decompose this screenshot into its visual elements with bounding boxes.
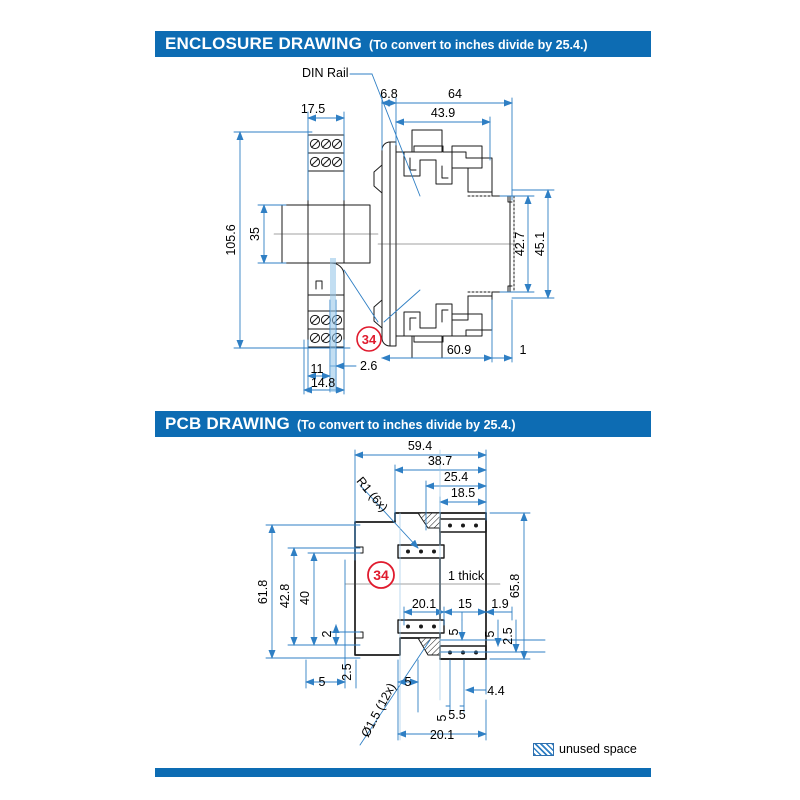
section-header-enclosure: ENCLOSURE DRAWING (To convert to inches … [155, 31, 651, 57]
dim-width-terminal: 17.5 [301, 102, 325, 116]
pcb-connector-pads [397, 518, 487, 660]
enclosure-section-note: (To convert to inches divide by 25.4.) [369, 37, 588, 52]
pcb-hole-label: Ø1.5 (12x) [358, 681, 398, 740]
dim-rail-slot: 2.6 [360, 359, 377, 373]
dim-pcb-width-c: 25.4 [444, 470, 468, 484]
dim-base-width: 14.8 [311, 376, 335, 390]
pcb-balloon-34 [367, 561, 395, 589]
dim-height-overall: 105.6 [224, 224, 238, 255]
dim-depth-front-lip: 6.8 [380, 87, 397, 101]
enclosure-balloon-34 [343, 269, 421, 352]
dim-pcb-height-overall-right: 65.8 [508, 574, 522, 598]
dim-pcb-right-a: 5 [447, 628, 461, 635]
enclosure-balloon-label: 34 [362, 332, 377, 347]
footer-bar [155, 768, 651, 777]
dim-depth-inner: 43.9 [431, 106, 455, 120]
dim-pcb-right-b: 5 [483, 630, 497, 637]
dim-height-outer: 45.1 [533, 232, 547, 256]
pcb-section-note: (To convert to inches divide by 25.4.) [296, 417, 516, 432]
enclosure-section-title: ENCLOSURE DRAWING [165, 34, 363, 53]
section-header-pcb: PCB DRAWING (To convert to inches divide… [155, 411, 651, 437]
enclosure-side-view [273, 134, 379, 348]
pcb-outline [354, 512, 441, 656]
dim-pcb-width-d: 18.5 [451, 486, 475, 500]
dim-pcb-low-d: 20.1 [430, 728, 454, 742]
dim-pcb-height-b: 42.8 [278, 584, 292, 608]
dim-pcb-width-b: 38.7 [428, 454, 452, 468]
din-rail-label: DIN Rail [302, 66, 349, 80]
terminal-screws-lower [309, 314, 343, 344]
dim-height-inner: 42.7 [513, 232, 527, 256]
pcb-dimensions [265, 449, 546, 746]
dim-pcb-right-c: 2.5 [501, 627, 515, 644]
din-rail-leader [349, 73, 421, 197]
terminal-screws-upper [309, 138, 343, 168]
dim-pcb-bottom-a: 20.1 [412, 597, 436, 611]
dim-pcb-height-overall-left: 61.8 [256, 580, 270, 604]
dim-pcb-low-a: 5 [405, 675, 412, 689]
dim-pcb-width-overall: 59.4 [408, 439, 432, 453]
dim-depth-lower: 60.9 [447, 343, 471, 357]
dim-pcb-left-a: 5 [319, 675, 326, 689]
enclosure-section-view [373, 129, 521, 359]
dim-pcb-height-c: 40 [298, 591, 312, 605]
dim-pcb-low-c: 4.4 [487, 684, 504, 698]
dim-clip-width: 11 [311, 362, 324, 376]
dim-wall-thickness: 1 [520, 343, 527, 357]
dim-depth-overall: 64 [448, 87, 462, 101]
pcb-section-title: PCB DRAWING [165, 414, 290, 433]
dim-pcb-low-b1: 5 [435, 714, 449, 721]
dim-pcb-bottom-c: 1.9 [491, 597, 508, 611]
legend-label: unused space [559, 742, 637, 756]
pcb-unused-space [417, 512, 441, 656]
dim-pcb-bottom-b: 15 [458, 597, 472, 611]
dim-pcb-left-b: 2.5 [340, 663, 354, 680]
pcb-balloon-label: 34 [373, 567, 389, 583]
dim-height-body: 35 [248, 227, 262, 241]
pcb-radius-label: R1 (6x) [354, 474, 391, 514]
legend: unused space [533, 742, 637, 756]
pcb-thickness-label: 1 thick [448, 569, 485, 583]
dim-pcb-height-notch: 2 [320, 630, 334, 637]
dim-pcb-low-b: 5.5 [448, 708, 465, 722]
enclosure-dimensions [233, 97, 555, 395]
unused-space-swatch-icon [533, 742, 554, 756]
